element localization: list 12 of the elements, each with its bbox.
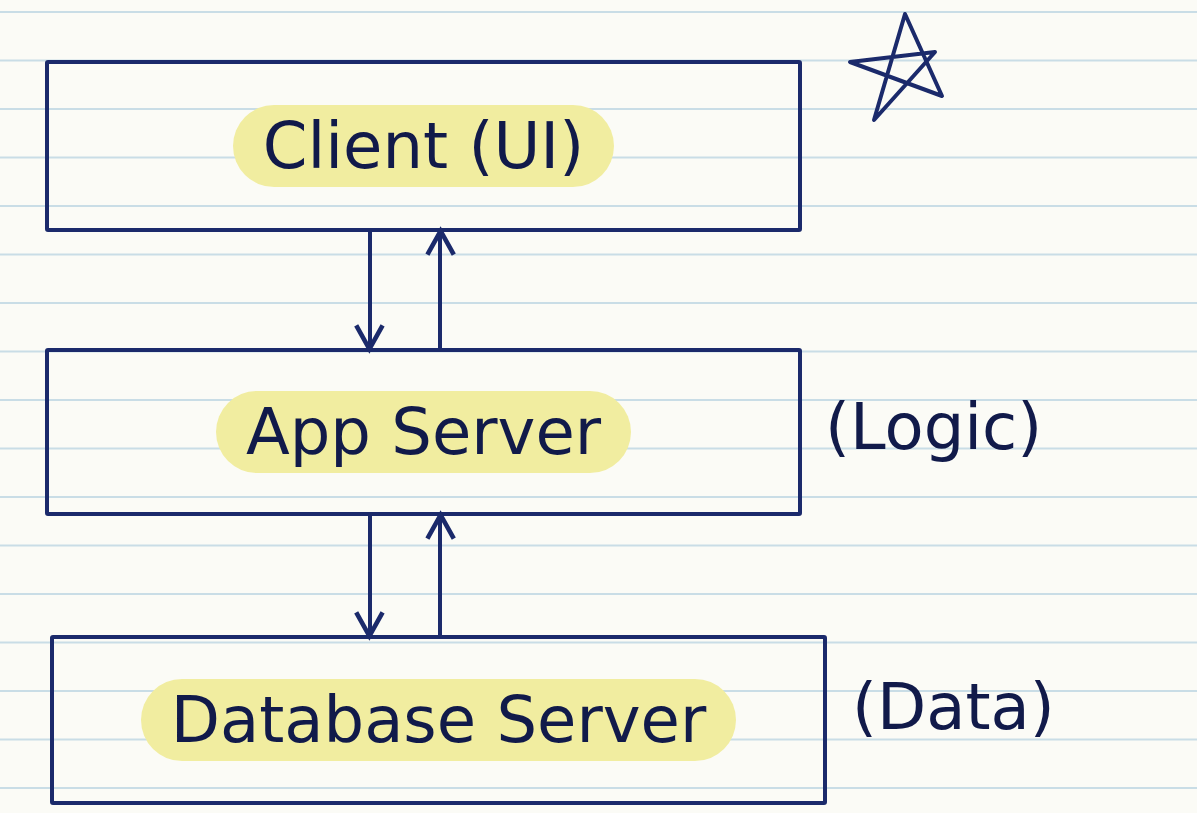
arrow [355,516,384,638]
side-note: (Logic) [825,390,1043,464]
highlighted-label: Client (UI) [232,105,615,187]
highlighted-label: Database Server [140,679,737,761]
arrow [426,513,455,635]
process-box [50,635,827,805]
arrow [355,232,384,351]
highlighted-label: App Server [215,391,632,473]
process-box [45,60,802,232]
side-note: (Data) [852,670,1055,744]
process-box [45,348,802,516]
arrow [426,229,455,348]
